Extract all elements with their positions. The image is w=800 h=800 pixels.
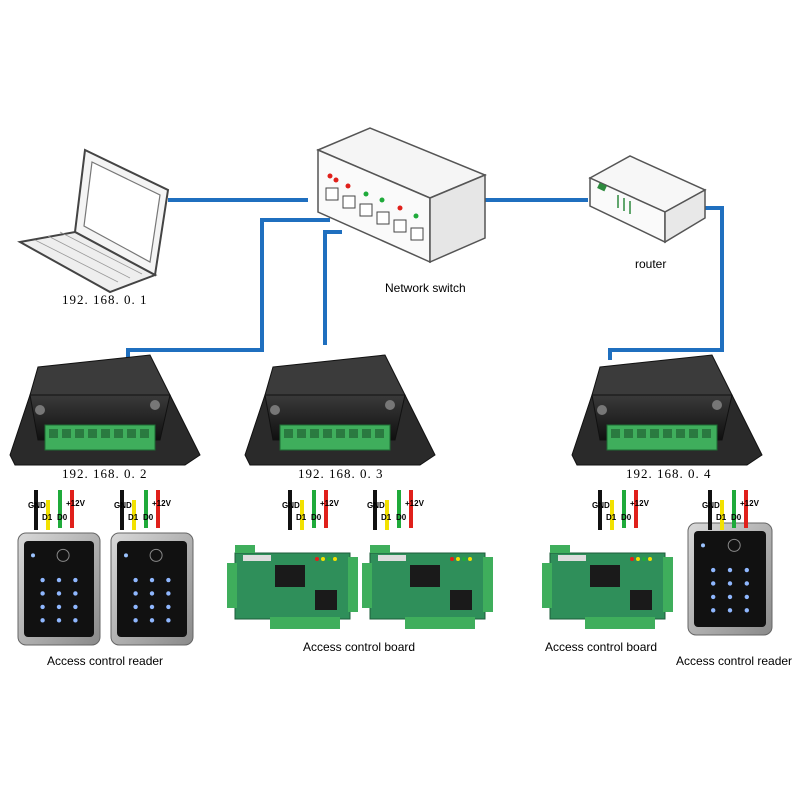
access-control-reader-3	[687, 522, 773, 636]
svg-text:GND: GND	[114, 501, 132, 510]
access-control-reader-2	[110, 532, 194, 646]
svg-text:D1: D1	[128, 513, 139, 522]
ip-laptop: 192. 168. 0. 1	[62, 292, 148, 307]
switch-leds	[327, 173, 419, 219]
switch-ports	[325, 187, 424, 241]
controller-box-1	[9, 354, 201, 466]
terminal-block	[279, 424, 391, 451]
controller-box-3	[571, 354, 763, 466]
controller-box-2	[244, 354, 436, 466]
wire-bundle-1: GND D1 D0 +12V	[28, 490, 86, 530]
terminal-block	[606, 424, 718, 451]
svg-text:+12V: +12V	[320, 499, 340, 508]
svg-text:D1: D1	[296, 513, 307, 522]
laptop	[17, 148, 170, 294]
terminal-block	[44, 424, 156, 451]
wire-bundle-4: GND D1 D0 +12V	[367, 490, 425, 530]
label-reader-left: Access control reader	[47, 654, 164, 668]
svg-text:+12V: +12V	[630, 499, 650, 508]
svg-text:D0: D0	[621, 513, 632, 522]
svg-text:GND: GND	[702, 501, 720, 510]
label-board-right: Access control board	[545, 640, 658, 654]
svg-text:D0: D0	[396, 513, 407, 522]
wire-bundle-6: GND D1 D0 +12V	[702, 490, 760, 530]
router	[588, 155, 707, 244]
cable-switch-controller-2	[323, 230, 342, 345]
network-switch-label: Network switch	[385, 281, 466, 295]
network-cables	[126, 198, 724, 360]
access-control-board-2	[362, 545, 493, 629]
access-control-board-3	[542, 545, 673, 629]
cable-switch-controller-1	[126, 218, 330, 360]
ip-controller-3: 192. 168. 0. 4	[626, 466, 712, 481]
svg-text:GND: GND	[367, 501, 385, 510]
wire-bundle-2: GND D1 D0 +12V	[114, 490, 172, 530]
svg-text:D1: D1	[381, 513, 392, 522]
wire-bundle-3: GND D1 D0 +12V	[282, 490, 340, 530]
svg-text:D0: D0	[311, 513, 322, 522]
svg-text:D1: D1	[42, 513, 53, 522]
svg-text:GND: GND	[592, 501, 610, 510]
svg-text:+12V: +12V	[740, 499, 760, 508]
svg-text:D0: D0	[731, 513, 742, 522]
svg-text:D1: D1	[716, 513, 727, 522]
svg-text:+12V: +12V	[405, 499, 425, 508]
label-board-middle: Access control board	[303, 640, 416, 654]
access-control-board-1	[227, 545, 358, 629]
ip-controller-1: 192. 168. 0. 2	[62, 466, 148, 481]
svg-text:+12V: +12V	[152, 499, 172, 508]
svg-text:D1: D1	[606, 513, 617, 522]
svg-text:+12V: +12V	[66, 499, 86, 508]
svg-text:GND: GND	[282, 501, 300, 510]
access-control-reader-1	[17, 532, 101, 646]
svg-text:D0: D0	[143, 513, 154, 522]
wire-bundle-5: GND D1 D0 +12V	[592, 490, 650, 530]
router-label: router	[635, 257, 667, 271]
svg-text:GND: GND	[28, 501, 46, 510]
label-reader-right: Access control reader	[676, 654, 793, 668]
ip-controller-2: 192. 168. 0. 3	[298, 466, 384, 481]
cable-router-controller-3	[608, 206, 724, 360]
network-switch	[316, 127, 487, 264]
svg-text:D0: D0	[57, 513, 68, 522]
